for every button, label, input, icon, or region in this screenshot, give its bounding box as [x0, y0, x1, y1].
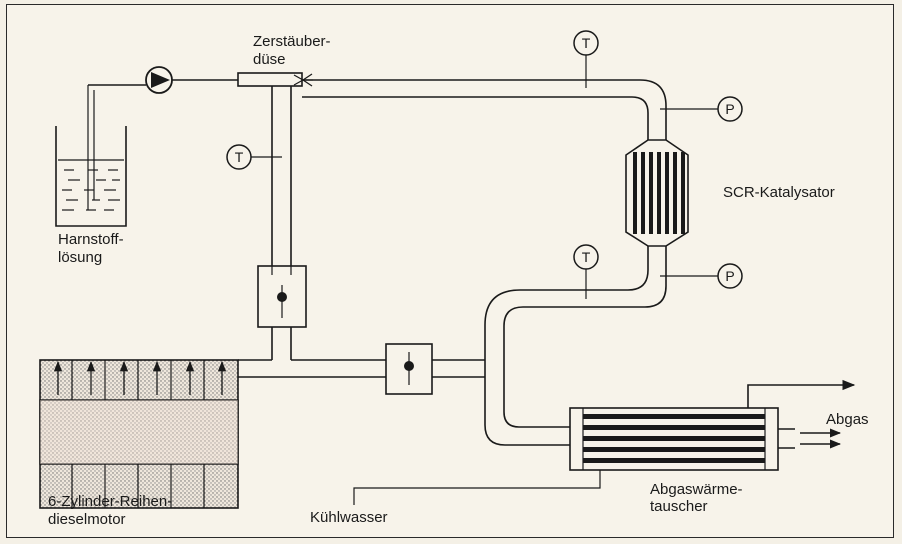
- bypass-valve: [257, 265, 307, 328]
- engine-label-line1: 6-Zylinder-Reihen-: [48, 493, 172, 510]
- exhaust-piping: [238, 79, 667, 446]
- diesel-engine: [39, 359, 239, 509]
- temperature-sensor-outlet: T: [573, 244, 599, 299]
- pressure-sensor-outlet: P: [660, 263, 743, 289]
- svg-text:P: P: [725, 268, 734, 284]
- dosing-pump: [145, 66, 173, 94]
- nozzle-label-line2: düse: [253, 51, 286, 68]
- temperature-sensor-bypass: T: [226, 144, 282, 170]
- engine-label-line2: dieselmotor: [48, 511, 126, 528]
- svg-text:T: T: [235, 149, 244, 165]
- exchanger-label-line2: tauscher: [650, 498, 708, 515]
- exchanger-label-line1: Abgaswärme-: [650, 481, 743, 498]
- svg-text:P: P: [725, 101, 734, 117]
- urea-tank: [55, 85, 127, 227]
- temperature-sensor-inlet: T: [573, 30, 599, 88]
- catalyst-label: SCR-Katalysator: [723, 184, 835, 201]
- main-flap-valve: [385, 343, 433, 395]
- svg-text:T: T: [582, 249, 591, 265]
- cooling-water-label: Kühlwasser: [310, 509, 388, 526]
- pressure-sensor-inlet: P: [660, 96, 743, 122]
- svg-text:T: T: [582, 35, 591, 51]
- atomizer-nozzle: [237, 72, 313, 87]
- urea-label-line2: lösung: [58, 249, 102, 266]
- urea-label-line1: Harnstoff-: [58, 231, 124, 248]
- nozzle-label-line1: Zerstäuber-: [253, 33, 331, 50]
- exhaust-label: Abgas: [826, 411, 869, 428]
- scr-catalyst: [625, 139, 689, 247]
- exhaust-heat-exchanger: [353, 379, 856, 505]
